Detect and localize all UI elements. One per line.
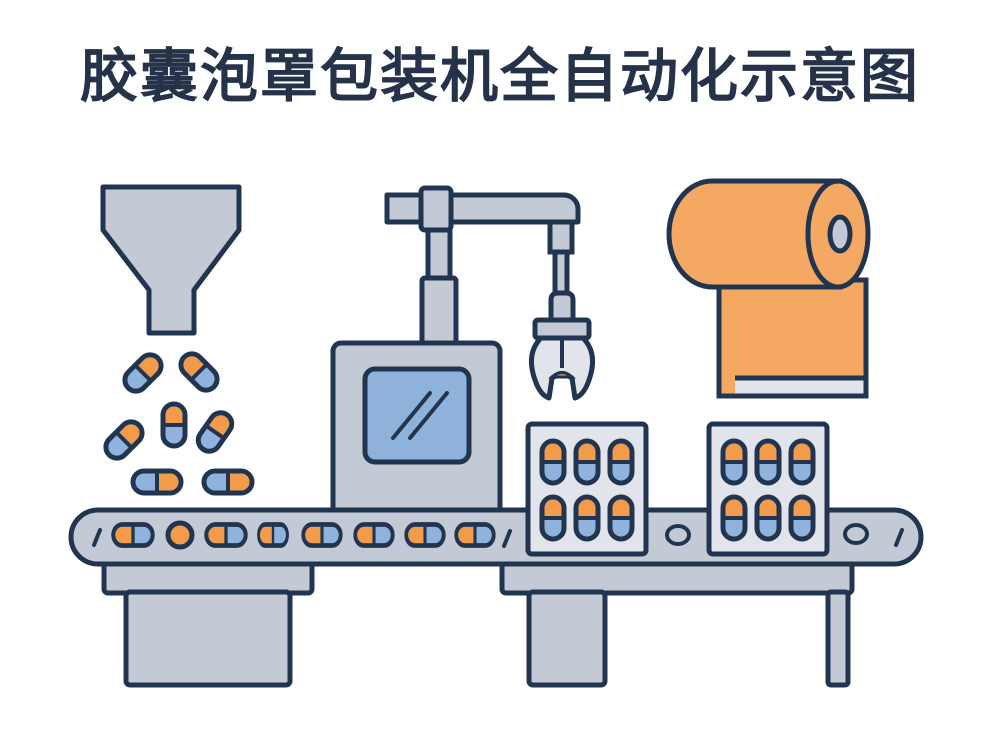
hopper — [100, 184, 242, 336]
machine-stands — [101, 555, 855, 688]
blister-pack-1 — [525, 421, 649, 557]
belt-capsules — [113, 520, 493, 550]
foil-roll — [666, 178, 871, 399]
blister-pack-2 — [706, 421, 830, 557]
falling-capsules — [101, 349, 252, 493]
control-screen — [362, 366, 472, 465]
forming-machine — [330, 340, 503, 526]
robot-arm — [384, 185, 596, 401]
page-title: 胶囊泡罩包装机全自动化示意图 — [79, 42, 920, 110]
